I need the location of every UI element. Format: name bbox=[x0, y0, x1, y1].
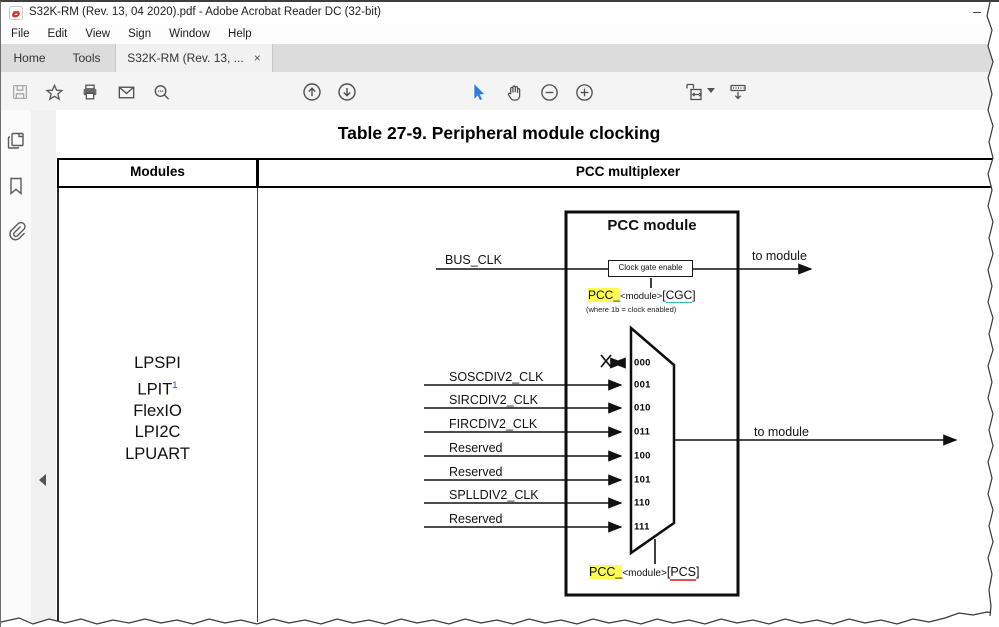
mux-code: 000 bbox=[634, 357, 651, 369]
menu-file[interactable]: File bbox=[11, 28, 30, 40]
menu-help[interactable]: Help bbox=[228, 28, 252, 40]
mux-code: 110 bbox=[634, 497, 651, 509]
page-fit-caret-icon[interactable] bbox=[707, 88, 715, 93]
to-module-top-label: to module bbox=[752, 249, 807, 263]
modules-column-header: Modules bbox=[130, 164, 185, 179]
mux-input-label: Reserved bbox=[449, 441, 503, 455]
table-column-divider bbox=[257, 188, 259, 622]
hand-tool-icon[interactable] bbox=[502, 80, 526, 104]
module-item: LPI2C bbox=[134, 423, 181, 441]
title-bar: S32K-RM (Rev. 13, 04 2020).pdf - Adobe A… bbox=[1, 2, 999, 24]
pcs-close-bracket: ] bbox=[696, 565, 700, 579]
mux-input-label: Reserved bbox=[449, 465, 503, 479]
cgc-field: CGC bbox=[665, 288, 693, 303]
tab-bar: Home Tools S32K-RM (Rev. 13, ... × bbox=[1, 44, 999, 73]
email-icon[interactable] bbox=[114, 80, 138, 104]
pcs-prefix: PCC_ bbox=[589, 565, 623, 579]
bus-clk-label: BUS_CLK bbox=[445, 253, 502, 267]
pcc-module-title: PCC module bbox=[607, 217, 697, 234]
panel-gutter bbox=[31, 110, 56, 627]
zoom-in-icon[interactable] bbox=[572, 80, 596, 104]
page-fit-icon[interactable] bbox=[682, 80, 706, 104]
pdf-page bbox=[56, 110, 999, 627]
cgc-close-bracket: ] bbox=[692, 288, 696, 302]
select-tool-icon[interactable] bbox=[466, 80, 490, 104]
main-toolbar: / 2179 150% bbox=[1, 72, 999, 174]
tab-close-icon[interactable]: × bbox=[253, 51, 261, 65]
mux-input-label: FIRCDIV2_CLK bbox=[449, 417, 538, 431]
table-left-border bbox=[57, 188, 59, 622]
menu-bar: File Edit View Sign Window Help bbox=[1, 24, 999, 44]
cgc-note: (where 1b = clock enabled) bbox=[586, 305, 677, 314]
pcs-module: <module> bbox=[622, 568, 667, 579]
tab-tools[interactable]: Tools bbox=[72, 51, 101, 65]
cgc-prefix: PCC_ bbox=[588, 288, 621, 302]
previous-page-icon[interactable] bbox=[300, 80, 324, 104]
module-item: FlexIO bbox=[133, 401, 182, 420]
search-zoom-icon[interactable] bbox=[149, 80, 173, 104]
tab-home[interactable]: Home bbox=[13, 51, 46, 65]
mux-code: 100 bbox=[634, 450, 651, 462]
left-panel-strip bbox=[1, 110, 31, 627]
print-icon[interactable] bbox=[78, 80, 102, 104]
mux-code: 111 bbox=[634, 521, 650, 533]
pcs-field: PCS bbox=[670, 565, 697, 581]
mux-code: 011 bbox=[634, 426, 651, 438]
menu-view[interactable]: View bbox=[85, 28, 111, 40]
table-title: Table 27-9. Peripheral module clocking bbox=[337, 123, 661, 143]
pcs-register-label: PCC_<module>[PCS] bbox=[589, 565, 700, 581]
module-item: LPIT1 bbox=[57, 375, 258, 401]
mux-input-label: Reserved bbox=[449, 512, 503, 526]
mux-code: 101 bbox=[634, 474, 651, 486]
scrolling-mode-icon[interactable] bbox=[726, 80, 750, 104]
save-icon[interactable] bbox=[8, 80, 32, 104]
clock-gate-enable-box: Clock gate enable bbox=[608, 260, 693, 277]
minimize-button[interactable]: – bbox=[973, 3, 981, 19]
pcc-multiplexer-column-header: PCC multiplexer bbox=[575, 164, 681, 179]
mux-input-label: SOSCDIV2_CLK bbox=[449, 370, 544, 384]
bookmarks-icon[interactable] bbox=[5, 175, 27, 197]
cgc-register-label: PCC_<module>[CGC] bbox=[588, 288, 696, 303]
menu-edit[interactable]: Edit bbox=[47, 28, 68, 40]
page-thumbnails-icon[interactable] bbox=[5, 130, 27, 152]
module-item: LPUART bbox=[125, 444, 190, 463]
attachments-icon[interactable] bbox=[5, 220, 27, 242]
collapse-panel-arrow-icon[interactable] bbox=[39, 474, 46, 486]
menu-sign[interactable]: Sign bbox=[128, 28, 152, 40]
next-page-icon[interactable] bbox=[335, 80, 359, 104]
zoom-out-icon[interactable] bbox=[537, 80, 561, 104]
footnote-marker: 1 bbox=[172, 379, 178, 391]
window-title: S32K-RM (Rev. 13, 04 2020).pdf - Adobe A… bbox=[29, 6, 381, 18]
cgc-module: <module> bbox=[620, 291, 663, 302]
acrobat-pdf-icon bbox=[9, 6, 23, 25]
star-icon[interactable] bbox=[42, 80, 66, 104]
to-module-bottom-label: to module bbox=[754, 425, 809, 439]
mux-input-label: SPLLDIV2_CLK bbox=[449, 488, 539, 502]
table-header-divider bbox=[256, 158, 259, 188]
cgc-open-bracket: [ bbox=[662, 288, 666, 302]
module-item: LPSPI bbox=[134, 354, 181, 372]
pcs-open-bracket: [ bbox=[666, 565, 671, 579]
module-item-label: LPIT bbox=[137, 380, 173, 398]
modules-list: LPSPI LPIT1 FlexIO LPI2C LPUART bbox=[57, 353, 258, 465]
tab-document-label: S32K-RM (Rev. 13, ... bbox=[127, 51, 244, 65]
mux-code: 001 bbox=[634, 379, 651, 391]
mux-input-label: SIRCDIV2_CLK bbox=[449, 393, 538, 407]
tab-document[interactable]: S32K-RM (Rev. 13, ... × bbox=[115, 44, 273, 72]
menu-window[interactable]: Window bbox=[169, 28, 211, 40]
mux-code: 010 bbox=[634, 402, 651, 414]
